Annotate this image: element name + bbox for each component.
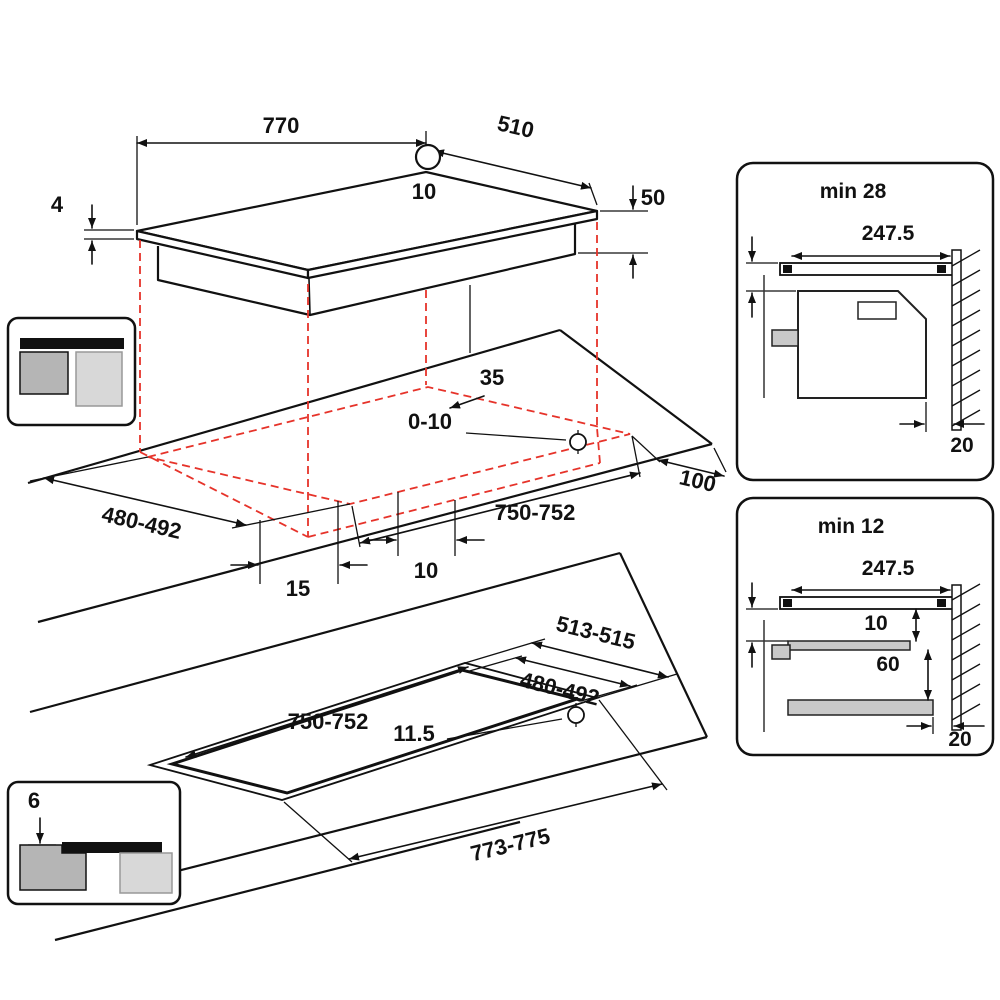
dim-drawer-clearance: min 12 — [818, 515, 885, 538]
dim-hob-width: 770 — [263, 113, 300, 138]
dim-drawer-gap-bottom: 60 — [876, 653, 899, 676]
cross-section-icon-flush: 6 — [6, 780, 182, 906]
dim-overhang-side: 15 — [286, 576, 310, 601]
fixing-point-marker — [569, 433, 587, 451]
hob-top-view: 770 510 10 4 50 — [51, 110, 665, 317]
dim-oven-clearance: min 28 — [820, 180, 887, 203]
cabinet-block — [119, 852, 173, 894]
dim-hob-depth: 510 — [495, 110, 536, 143]
oven-bracket — [771, 329, 799, 347]
glass-bar — [20, 338, 124, 349]
detail-panel-oven: min 28 247.5 20 — [735, 161, 995, 482]
dim-glass-thickness: 4 — [51, 192, 64, 217]
glass-bar — [62, 842, 162, 853]
cabinet-block — [75, 351, 123, 407]
wall — [951, 249, 962, 431]
shelf — [787, 640, 911, 651]
dim-rear-clearance: 100 — [677, 464, 718, 497]
oven-vent — [857, 301, 897, 320]
dim-knob-offset: 10 — [412, 179, 436, 204]
oven-outline — [797, 290, 927, 399]
dim-drawer-wall-gap: 20 — [948, 728, 971, 751]
dim-oven-half-width: 247.5 — [862, 222, 915, 245]
flush-cutout-outline — [166, 668, 583, 795]
dim-recess-width: 773-775 — [468, 823, 552, 866]
dim-flush-cutout-width: 750-752 — [288, 709, 369, 734]
dim-corner-radius: 35 — [480, 365, 504, 390]
dim-edge-gap: 0-10 — [408, 409, 452, 434]
worktop-block — [19, 351, 69, 395]
dim-recess-thickness: 6 — [28, 788, 40, 813]
dim-overhang-front: 10 — [414, 558, 438, 583]
drawer-bracket — [771, 644, 791, 660]
dim-recess-depth: 513-515 — [554, 611, 638, 655]
dim-oven-wall-gap: 20 — [950, 434, 973, 457]
dim-step-width: 11.5 — [393, 721, 435, 746]
reference-point-marker — [414, 143, 442, 171]
dim-drawer-half-width: 247.5 — [862, 557, 915, 580]
drawer-base — [787, 699, 934, 716]
dim-drawer-gap-top: 10 — [864, 612, 887, 635]
cutout-outline — [147, 386, 631, 505]
detail-panel-drawer: min 12 247.5 10 60 20 — [735, 496, 995, 757]
fixing-point-marker — [567, 706, 585, 724]
dim-cutout-width: 750-752 — [495, 500, 576, 525]
dim-body-height: 50 — [641, 185, 665, 210]
cross-section-icon-overlap — [6, 316, 137, 427]
